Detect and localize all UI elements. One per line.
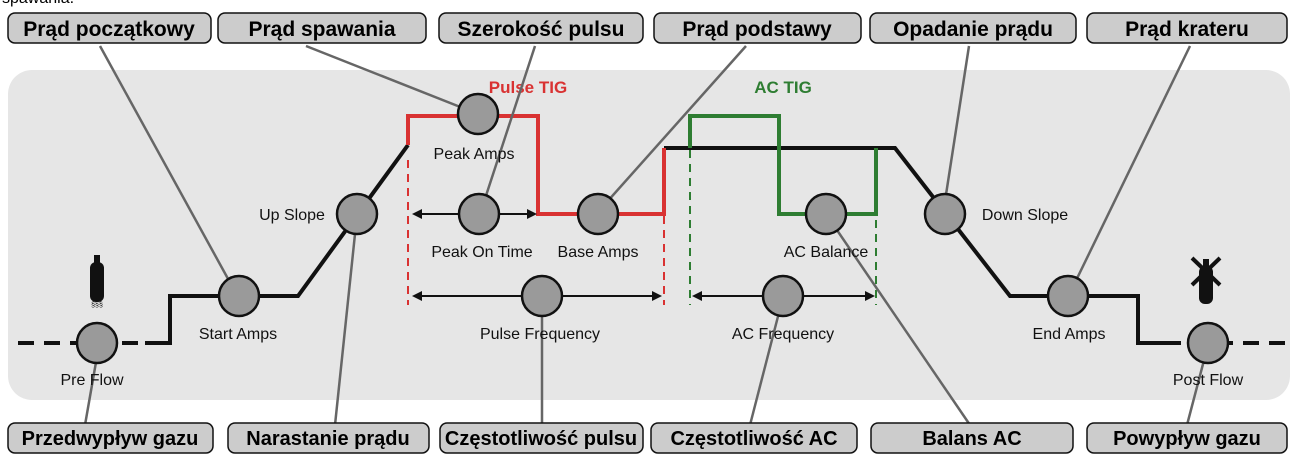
down-slope-knob[interactable]: [923, 192, 967, 236]
label-weld-current: Prąd spawania: [248, 18, 395, 41]
pre-flow-knob[interactable]: [75, 321, 119, 365]
base-amps-label: Base Amps: [558, 244, 639, 261]
label-down-slope: Opadanie prądu: [893, 18, 1053, 41]
ac-balance-label: AC Balance: [784, 244, 869, 261]
label-pulse-frequency: Częstotliwość pulsu: [445, 428, 637, 450]
diagram-panel: [8, 70, 1290, 400]
label-up-slope: Narastanie prądu: [246, 428, 409, 450]
pulse-frequency-label: Pulse Frequency: [480, 326, 600, 343]
knobs: [75, 92, 1230, 365]
base-amps-knob[interactable]: [576, 192, 620, 236]
peak-amps-label: Peak Amps: [434, 146, 515, 163]
end-amps-label: End Amps: [1033, 326, 1106, 343]
peak-on-time-knob[interactable]: [457, 192, 501, 236]
label-pulse-width: Szerokość pulsu: [458, 18, 625, 41]
label-pre-gas: Przedwypływ gazu: [22, 428, 199, 450]
ac-frequency-label: AC Frequency: [732, 326, 834, 343]
start-amps-knob[interactable]: [217, 274, 261, 318]
up-slope-knob[interactable]: [335, 192, 379, 236]
cut-off-text: spawania.: [2, 0, 74, 8]
pulse-tig-title: Pulse TIG: [489, 78, 567, 97]
top-labels: Prąd początkowy Prąd spawania Szerokość …: [7, 12, 1288, 44]
knob-labels: Pre Flow Start Amps Up Slope Peak Amps P…: [60, 146, 1243, 389]
ac-tig-title: AC TIG: [754, 78, 812, 97]
down-slope-label: Down Slope: [982, 207, 1068, 224]
label-start-current: Prąd początkowy: [23, 18, 195, 41]
bottom-labels: Przedwypływ gazu Narastanie prądu Często…: [7, 422, 1288, 454]
ac-frequency-knob[interactable]: [761, 274, 805, 318]
post-flow-knob[interactable]: [1186, 321, 1230, 365]
svg-text:§§§: §§§: [91, 302, 103, 309]
label-ac-frequency: Częstotliwość AC: [670, 428, 837, 450]
gas-cylinder-icon: §§§: [90, 255, 104, 309]
label-ac-balance: Balans AC: [922, 428, 1021, 450]
peak-amps-knob[interactable]: [456, 92, 500, 136]
start-amps-label: Start Amps: [199, 326, 277, 343]
label-post-gas: Powypływ gazu: [1113, 428, 1261, 450]
end-amps-knob[interactable]: [1046, 274, 1090, 318]
label-base-current: Prąd podstawy: [682, 18, 832, 41]
pre-flow-label: Pre Flow: [60, 372, 124, 389]
up-slope-label: Up Slope: [259, 207, 325, 224]
pulse-frequency-knob[interactable]: [520, 274, 564, 318]
peak-on-time-label: Peak On Time: [431, 244, 532, 261]
label-crater-current: Prąd krateru: [1125, 18, 1249, 41]
gas-cylinder-crossed-icon: [1190, 256, 1222, 304]
post-flow-label: Post Flow: [1173, 372, 1244, 389]
ac-waveform: [688, 114, 878, 305]
pulse-waveform: [406, 114, 666, 305]
ac-balance-knob[interactable]: [804, 192, 848, 236]
